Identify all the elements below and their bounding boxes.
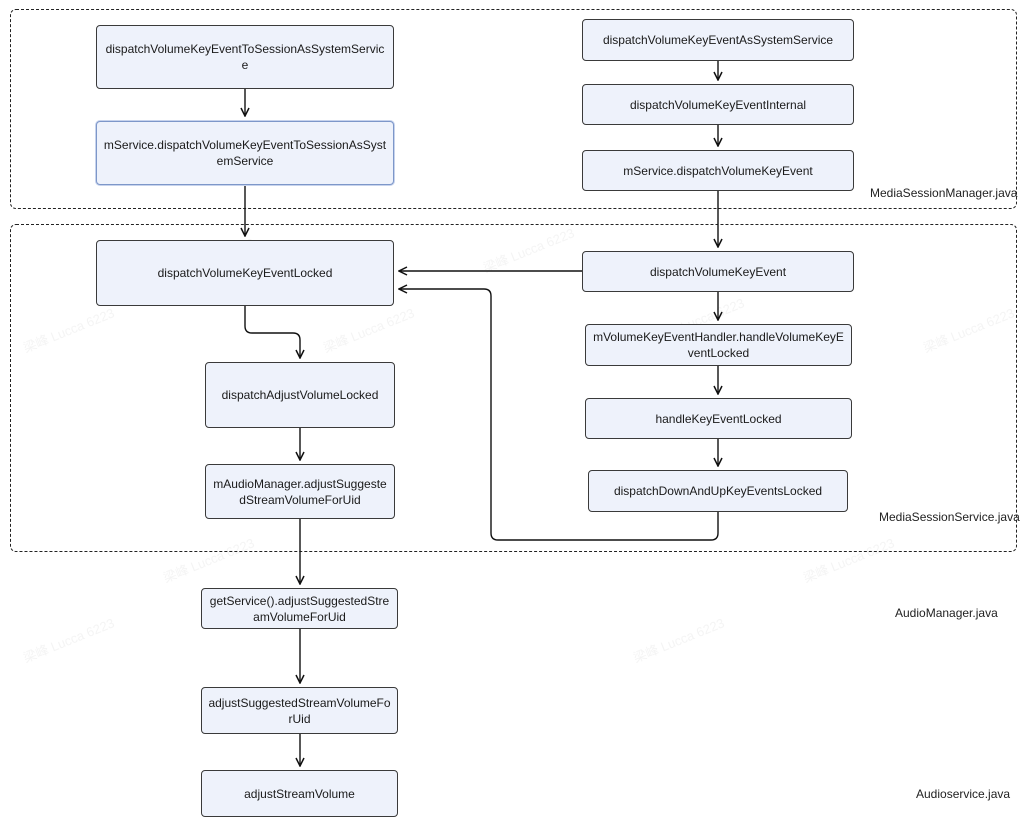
- media-session-manager-label: MediaSessionManager.java: [870, 186, 1018, 200]
- mservice-dispatch-volume-key-event-node[interactable]: mService.dispatchVolumeKeyEvent: [582, 150, 854, 191]
- adjust-stream-volume-node[interactable]: adjustStreamVolume: [201, 770, 398, 817]
- watermark: 梁峰 Lucca 6223: [631, 615, 727, 666]
- audio-manager-adjust-suggested-stream-volume-node[interactable]: mAudioManager.adjustSuggestedStreamVolum…: [205, 464, 395, 519]
- dispatch-volume-key-event-locked-node[interactable]: dispatchVolumeKeyEventLocked: [96, 240, 394, 306]
- media-session-manager-region: [10, 9, 1017, 209]
- media-session-service-label: MediaSessionService.java: [879, 510, 1020, 524]
- audio-service-label: Audioservice.java: [916, 787, 1011, 801]
- audio-manager-label: AudioManager.java: [895, 606, 998, 620]
- mservice-dispatch-to-session-as-system-service-node[interactable]: mService.dispatchVolumeKeyEventToSession…: [96, 121, 394, 185]
- dispatch-adjust-volume-locked-node[interactable]: dispatchAdjustVolumeLocked: [205, 362, 395, 428]
- get-service-adjust-suggested-stream-volume-node[interactable]: getService().adjustSuggestedStreamVolume…: [201, 588, 398, 629]
- dispatch-volume-key-event-to-session-as-system-service-node[interactable]: dispatchVolumeKeyEventToSessionAsSystemS…: [96, 25, 394, 89]
- dispatch-volume-key-event-as-system-service-node[interactable]: dispatchVolumeKeyEventAsSystemService: [582, 19, 854, 61]
- watermark: 梁峰 Lucca 6223: [21, 615, 117, 666]
- handle-key-event-locked-node[interactable]: handleKeyEventLocked: [585, 398, 852, 439]
- media-session-service-region: [10, 224, 1017, 552]
- adjust-suggested-stream-volume-for-uid-node[interactable]: adjustSuggestedStreamVolumeForUid: [201, 687, 398, 734]
- dispatch-volume-key-event-internal-node[interactable]: dispatchVolumeKeyEventInternal: [582, 84, 854, 125]
- dispatch-volume-key-event-node[interactable]: dispatchVolumeKeyEvent: [582, 251, 854, 292]
- dispatch-down-and-up-key-events-locked-node[interactable]: dispatchDownAndUpKeyEventsLocked: [588, 470, 848, 512]
- volume-key-event-handler-handle-locked-node[interactable]: mVolumeKeyEventHandler.handleVolumeKeyEv…: [585, 324, 852, 366]
